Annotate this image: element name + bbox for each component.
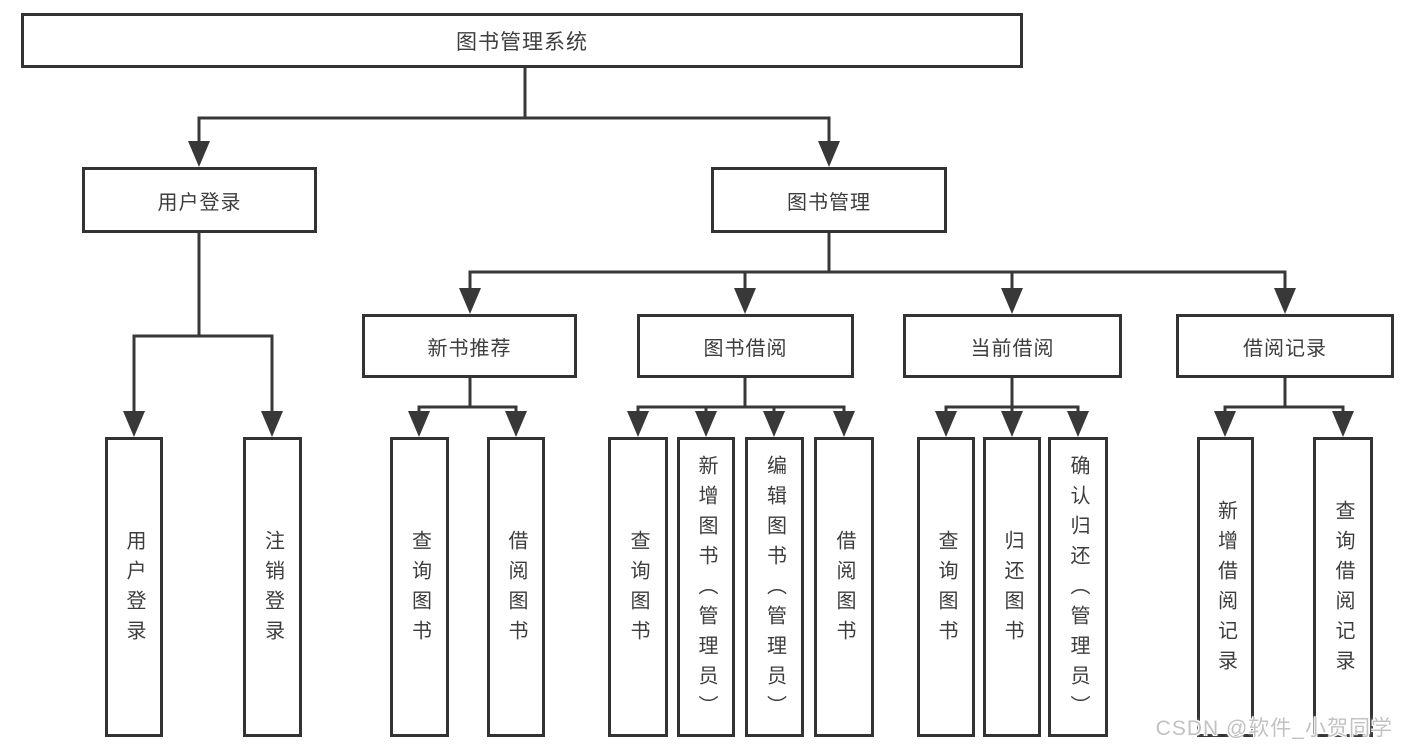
node-new-book-recommendation: 新书推荐 bbox=[362, 314, 577, 378]
leaf-query-borrow-record: 查询借阅记录 bbox=[1313, 437, 1373, 737]
arrowheads bbox=[123, 141, 1354, 437]
leaf-add-borrow-record: 新增借阅记录 bbox=[1197, 437, 1254, 737]
node-book-management: 图书管理 bbox=[711, 167, 947, 233]
leaf-user-login: 用户登录 bbox=[105, 437, 163, 737]
node-book-borrowing: 图书借阅 bbox=[637, 314, 854, 378]
leaf-query-books-recommend: 查询图书 bbox=[390, 437, 449, 737]
csdn-watermark: CSDN @软件_小贺同学 bbox=[1155, 717, 1393, 740]
node-borrowing-records: 借阅记录 bbox=[1176, 314, 1394, 378]
leaf-query-books-borrowing: 查询图书 bbox=[608, 437, 668, 737]
node-library-management-system: 图书管理系统 bbox=[21, 13, 1023, 68]
node-current-borrowing: 当前借阅 bbox=[903, 314, 1122, 378]
leaf-borrow-books-borrowing: 借阅图书 bbox=[814, 437, 874, 737]
leaf-add-book-admin: 新增图书（管理员） bbox=[677, 437, 735, 737]
leaf-confirm-return-admin: 确认归还（管理员） bbox=[1048, 437, 1108, 737]
leaf-edit-book-admin: 编辑图书（管理员） bbox=[745, 437, 804, 737]
node-user-login-branch: 用户登录 bbox=[82, 167, 317, 233]
leaf-borrow-books-recommend: 借阅图书 bbox=[487, 437, 545, 737]
leaf-query-books-current: 查询图书 bbox=[917, 437, 975, 737]
leaf-logout: 注销登录 bbox=[243, 437, 302, 737]
leaf-return-books: 归还图书 bbox=[983, 437, 1041, 737]
